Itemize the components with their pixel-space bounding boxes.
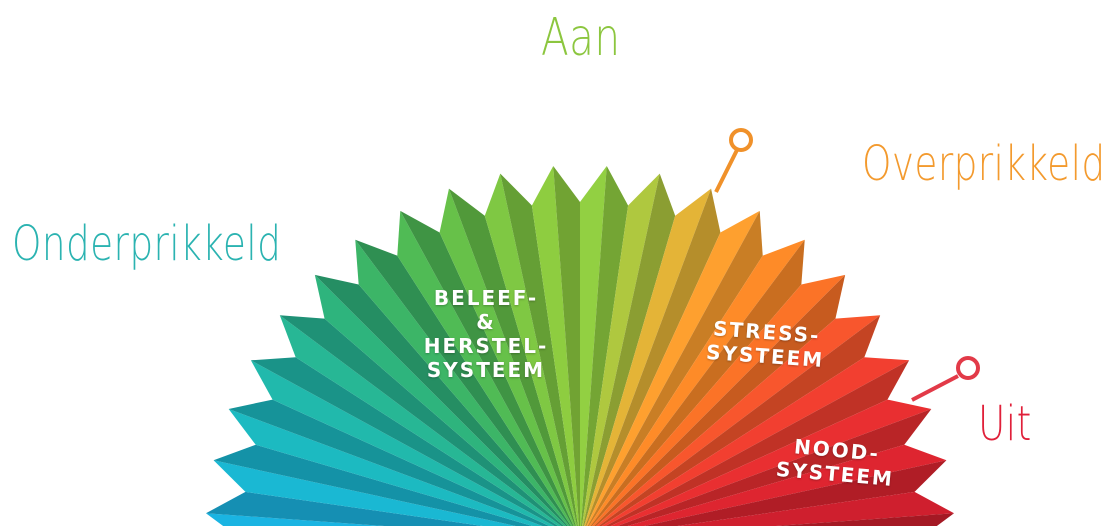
- fan-pleat-light: [439, 188, 575, 526]
- fan-pleat-dark: [585, 188, 721, 526]
- fan-pleat-dark: [594, 274, 846, 526]
- fan-pleat-light: [596, 315, 881, 526]
- fan-pleat-dark: [583, 173, 676, 526]
- fan-pleat-light: [586, 210, 760, 526]
- fan-pleat-light: [677, 491, 955, 526]
- fan-pleat-dark: [587, 210, 763, 526]
- fan-pleat-dark: [448, 188, 576, 526]
- fan-pleat-dark: [213, 444, 533, 526]
- fan-pleat-light: [397, 210, 573, 526]
- beleef-herstel-systeem-label: BELEEF- & HERSTEL- SYSTEEM: [423, 286, 549, 382]
- pin-marker-icon: [714, 128, 753, 193]
- fan-pleat-dark: [228, 399, 550, 526]
- fan-pleat-dark: [598, 315, 881, 526]
- fan-pleat-dark: [205, 491, 483, 526]
- fan-pleat-dark: [314, 274, 568, 526]
- fan-pleat-dark: [617, 408, 932, 526]
- fan-pleat-dark: [644, 460, 947, 526]
- fan-pleat-light: [584, 188, 712, 526]
- fan-pleat-dark: [590, 239, 805, 526]
- fan-pleat-dark: [400, 210, 574, 526]
- fan-pleat-light: [213, 460, 516, 526]
- label-uit: Uit: [978, 396, 1032, 452]
- fan-pleat-light: [580, 165, 607, 526]
- fan-folds: [205, 165, 955, 526]
- label-aan: Aan: [541, 8, 621, 68]
- fan-pleat-dark: [553, 165, 580, 526]
- pins: [714, 128, 980, 402]
- fan-pleat-light: [592, 274, 846, 526]
- pin-marker-icon: [911, 356, 980, 402]
- fan-pleat-light: [531, 165, 579, 526]
- fan-pleat-dark: [775, 513, 955, 526]
- label-overprikkeld: Overprikkeld: [862, 136, 1106, 192]
- fan-pleat-dark: [355, 239, 572, 526]
- label-onderprikkeld: Onderprikkeld: [12, 216, 282, 272]
- fan-pleat-light: [627, 444, 947, 526]
- fan-pleat-dark: [581, 165, 629, 526]
- fan-pleat-light: [484, 173, 577, 526]
- fan-pleat-dark: [500, 173, 578, 526]
- fan-pleat-dark: [279, 315, 564, 526]
- fan-pleat-light: [610, 399, 932, 526]
- fan-pleat-dark: [605, 360, 910, 526]
- fan-pleat-dark: [250, 357, 559, 526]
- fan-pleat-light: [601, 357, 910, 526]
- fan-pleat-light: [582, 173, 660, 526]
- fan-pleat-light: [588, 239, 805, 526]
